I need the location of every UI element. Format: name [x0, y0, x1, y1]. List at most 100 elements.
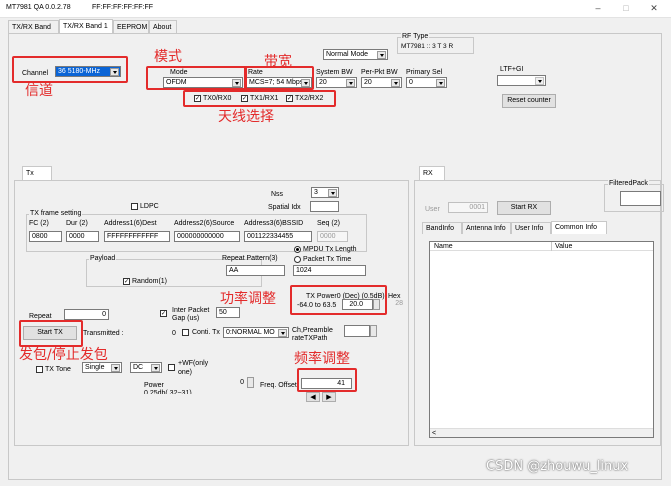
tone-type-select[interactable]: Single: [82, 362, 122, 373]
mac-address: FF:FF:FF:FF:FF:FF: [92, 4, 154, 11]
annotation-antenna: 天线选择: [218, 109, 274, 125]
tx-tone-checkbox[interactable]: [36, 366, 43, 373]
address1-input[interactable]: FFFFFFFFFFFF: [104, 231, 170, 242]
col-name-header: Name: [434, 243, 453, 250]
mpdu-length-radio[interactable]: [294, 246, 301, 253]
ltf-gi-label: LTF+GI: [500, 66, 524, 73]
tab-txrx-band1[interactable]: TX/RX Band 1: [59, 19, 113, 34]
tone-dc-value: DC: [133, 364, 144, 371]
antenna1-label: TX1/RX1: [250, 95, 279, 102]
power-input[interactable]: 0: [240, 379, 244, 386]
antenna2-checkbox[interactable]: ✓: [286, 95, 293, 102]
spatial-idx-input[interactable]: [310, 201, 339, 212]
inter-packet-checkbox[interactable]: ✓: [160, 310, 167, 317]
rf-type-value: MT7981 :: 3 T 3 R: [401, 43, 454, 50]
hex-value: 28: [395, 300, 403, 307]
repeat-label: Repeat: [29, 313, 52, 320]
window-title: MT7981 QA 0.0.2.78: [6, 4, 71, 11]
tab-eeprom[interactable]: EEPROM: [113, 20, 149, 34]
wf-only-checkbox[interactable]: [168, 364, 175, 371]
per-pkt-bw-label: Per-Pkt BW: [361, 69, 398, 76]
chevron-down-icon: [346, 79, 355, 87]
minimize-icon[interactable]: –: [595, 3, 601, 13]
start-rx-button[interactable]: Start RX: [497, 201, 551, 215]
repeat-input[interactable]: 0: [64, 309, 109, 320]
freq-offset-input[interactable]: 41: [301, 378, 352, 389]
primary-sel-value: 0: [409, 79, 413, 86]
repeat-pattern-label: Repeat Pattern(3): [222, 255, 278, 262]
antenna1-checkbox[interactable]: ✓: [241, 95, 248, 102]
annotation-bandwidth: 带宽: [264, 54, 292, 70]
normal-mode-select[interactable]: Normal Mode: [323, 49, 388, 60]
ltf-gi-select[interactable]: [497, 75, 546, 86]
channel-select[interactable]: 36 5180-MHz: [55, 66, 121, 77]
rf-type-label: RF Type: [401, 33, 430, 41]
nss-label: Nss: [271, 191, 284, 198]
tx-power-value: 20.0: [349, 301, 363, 308]
chevron-down-icon: [328, 189, 337, 197]
address2-input[interactable]: 000000000000: [174, 231, 240, 242]
conti-tx-select[interactable]: 0:NORMAL MO: [223, 327, 289, 338]
tx-power-spinner[interactable]: [373, 299, 380, 310]
tx-power-input[interactable]: 20.0: [342, 299, 373, 310]
tab-user-info[interactable]: User Info: [511, 222, 551, 234]
freq-left-button[interactable]: ◀: [306, 392, 320, 402]
transmitted-value: 0: [172, 330, 176, 337]
maximize-icon[interactable]: □: [623, 3, 629, 13]
chevron-down-icon: [436, 79, 445, 87]
repeat-pattern-input[interactable]: AA: [226, 265, 285, 276]
user-input[interactable]: 0001: [448, 202, 488, 213]
seq-input[interactable]: 0000: [317, 231, 348, 242]
gap-input[interactable]: 50: [216, 307, 240, 318]
tx-power-label: TX Power0 (Dec) (0.5dB): [306, 293, 385, 300]
close-icon[interactable]: ✕: [650, 3, 658, 13]
address3-input[interactable]: 001122334455: [244, 231, 312, 242]
filtered-pack-input[interactable]: [620, 191, 661, 206]
reset-counter-button[interactable]: Reset counter: [502, 94, 556, 108]
chevron-down-icon: [391, 79, 400, 87]
tab-about[interactable]: About: [149, 20, 177, 34]
tone-dc-select[interactable]: DC: [130, 362, 162, 373]
per-pkt-bw-select[interactable]: 20: [361, 77, 402, 88]
freq-right-button[interactable]: ▶: [322, 392, 336, 402]
primary-sel-label: Primary Sel: [406, 69, 443, 76]
dur-input[interactable]: 0000: [66, 231, 99, 242]
mpdu-length-input[interactable]: 1024: [293, 265, 366, 276]
power-label: Power: [144, 382, 164, 389]
col-divider: [551, 242, 552, 251]
fc-input[interactable]: 0800: [29, 231, 62, 242]
antenna0-checkbox[interactable]: ✓: [194, 95, 201, 102]
random-checkbox[interactable]: ✓: [123, 278, 130, 285]
chevron-down-icon: [535, 77, 544, 85]
packet-tx-time-label: Packet Tx Time: [303, 256, 352, 263]
channel-highlight: [12, 56, 128, 83]
conti-tx-checkbox[interactable]: [182, 329, 189, 336]
start-tx-button[interactable]: Start TX: [23, 326, 77, 340]
ch-preamble-spinner[interactable]: [370, 325, 377, 337]
rx-panel: [414, 180, 661, 446]
system-bw-select[interactable]: 20: [316, 77, 357, 88]
tab-bandinfo[interactable]: BandInfo: [422, 222, 462, 234]
tone-type-value: Single: [85, 364, 105, 371]
mode-select[interactable]: OFDM: [163, 77, 243, 88]
seq-header: Seq (2): [317, 220, 340, 227]
power-spinner[interactable]: [247, 377, 254, 388]
primary-sel-select[interactable]: 0: [406, 77, 447, 88]
tab-antenna-info[interactable]: Antenna Info: [462, 222, 511, 234]
tx-power-range: -64.0 to 63.5: [297, 302, 337, 309]
channel-select-value: 36 5180-MHz: [58, 68, 101, 75]
ch-preamble-input[interactable]: [344, 325, 370, 337]
rx-info-table: [429, 241, 654, 438]
conti-tx-value: 0:NORMAL MO: [226, 329, 275, 336]
tab-tx[interactable]: Tx: [22, 166, 52, 180]
packet-tx-time-radio[interactable]: [294, 256, 301, 263]
mode-label: Mode: [170, 69, 188, 76]
freq-offset-label: Freq. Offset: [260, 382, 297, 389]
rx-table-hscrollbar[interactable]: <: [430, 428, 653, 437]
tab-rx[interactable]: RX: [419, 166, 445, 180]
ldpc-checkbox[interactable]: [131, 203, 138, 210]
tab-common-info[interactable]: Common Info: [551, 221, 607, 234]
nss-select[interactable]: 3: [311, 187, 339, 198]
tab-txrx-band0[interactable]: TX/RX Band 0: [8, 20, 59, 44]
chevron-down-icon: [232, 79, 241, 87]
